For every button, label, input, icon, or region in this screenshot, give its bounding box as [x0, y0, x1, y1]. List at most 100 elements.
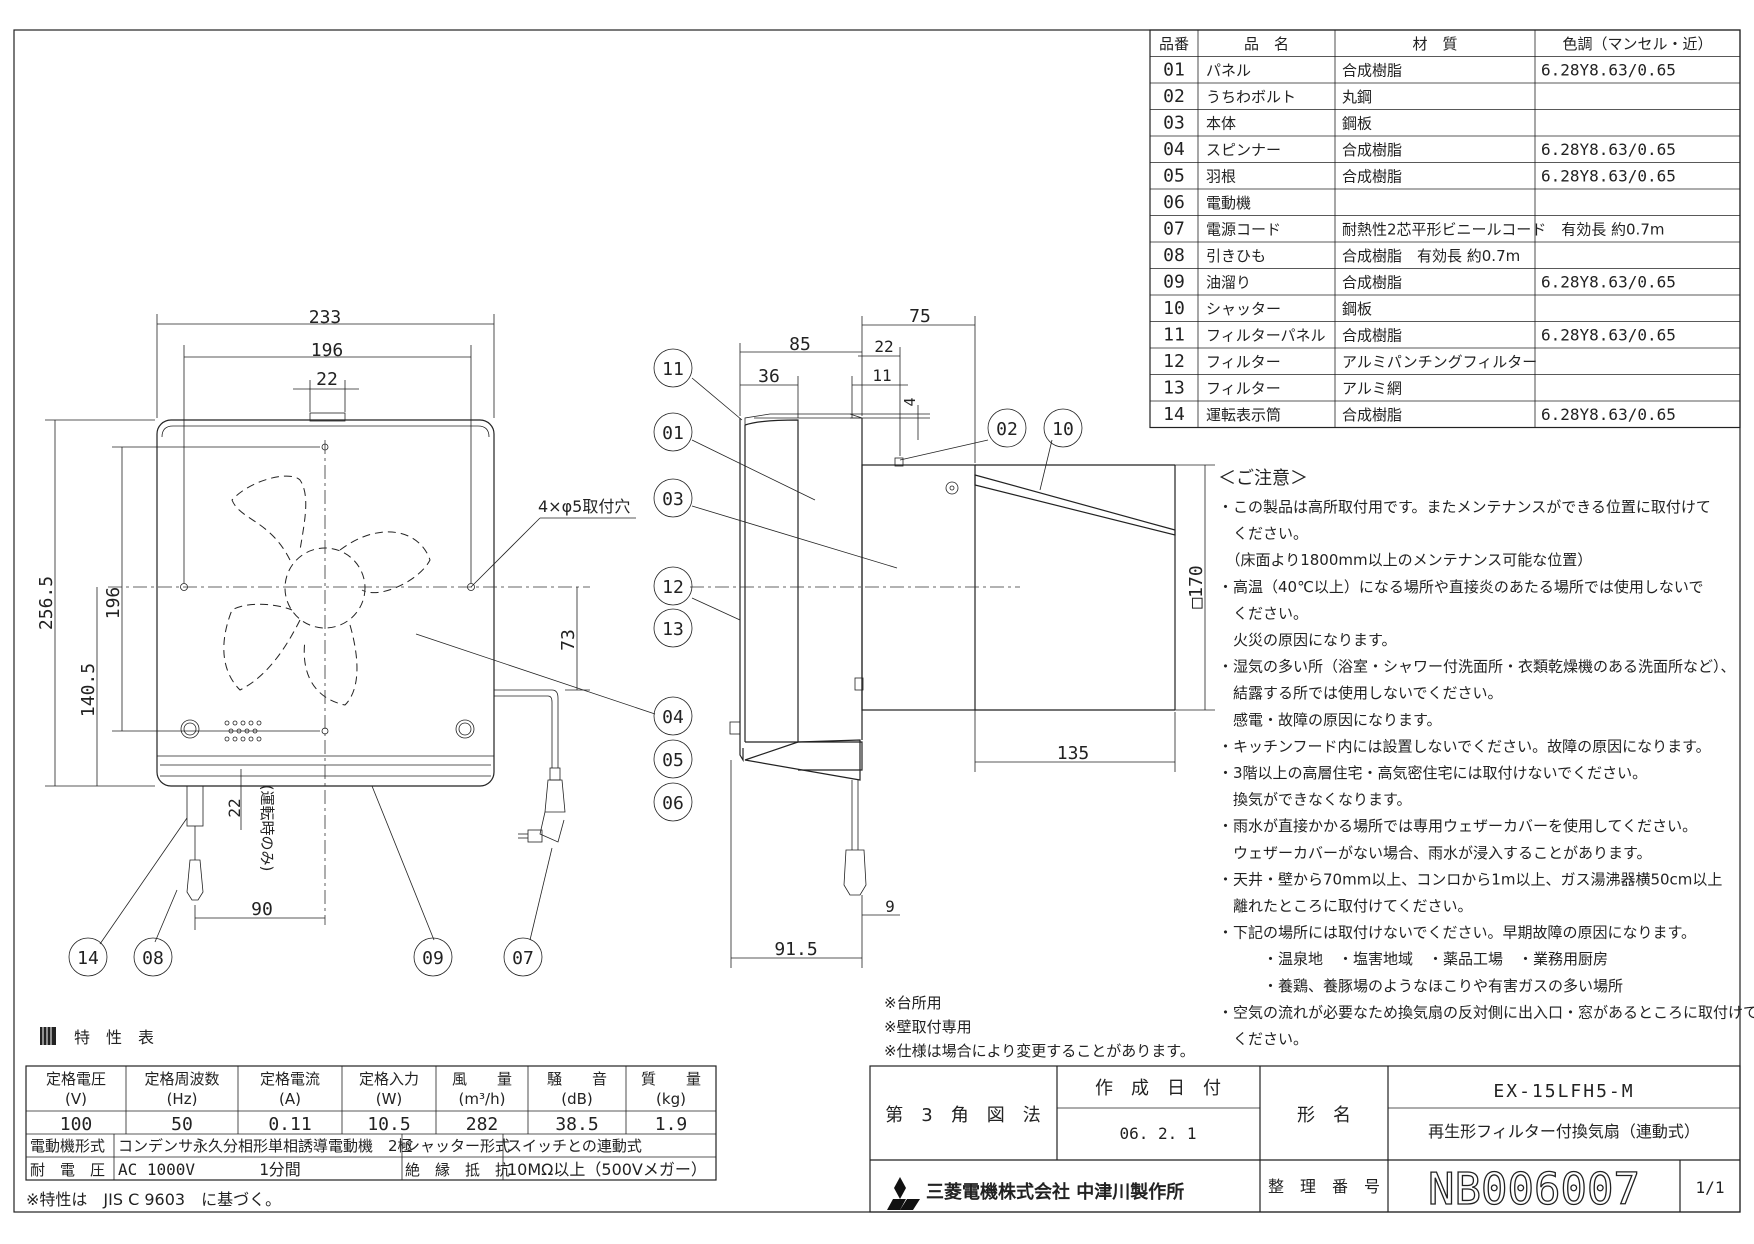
caution-line: 結露する所では使用しないでください。	[1218, 684, 1503, 702]
caution-line: ・下記の場所には取付けないでください。早期故障の原因になります。	[1218, 924, 1696, 942]
caution-line: ください。	[1218, 525, 1308, 543]
spec-value: 10.5	[367, 1114, 410, 1135]
spec-title-mark	[40, 1027, 56, 1045]
motor-value: コンデンサ永久分相形単相誘導電動機 2極	[118, 1137, 413, 1155]
parts-header-0: 品番	[1159, 35, 1189, 53]
dim-91-5: 91.5	[774, 939, 817, 960]
motor-label: 電動機形式	[30, 1137, 105, 1155]
dim-4: 4	[901, 397, 919, 406]
spec-unit: (kg)	[656, 1090, 686, 1108]
balloon-07: 07	[503, 937, 543, 977]
svg-text:10: 10	[1052, 419, 1074, 440]
svg-text:05: 05	[662, 750, 684, 771]
part-color: 6.28Y8.63/0.65	[1541, 167, 1676, 186]
dim-140-5: 140.5	[78, 663, 99, 717]
spec-value: 0.11	[268, 1114, 311, 1135]
caution-line: ウェザーカバーがない場合、雨水が浸入することがあります。	[1218, 844, 1652, 862]
dim-73: 73	[558, 629, 579, 651]
dim-22-side: 22	[874, 337, 893, 356]
svg-text:11: 11	[662, 359, 684, 380]
spec-header: 定格電流	[260, 1070, 320, 1088]
spec-value: 282	[466, 1114, 499, 1135]
caution-title: ＜ご注意＞	[1218, 468, 1308, 489]
spec-header: 風 量	[452, 1070, 512, 1088]
spec-header: 質 量	[641, 1070, 701, 1088]
dim-9: 9	[885, 897, 895, 916]
spec-value: 1.9	[655, 1114, 688, 1135]
part-no: 13	[1163, 378, 1185, 399]
part-material: 合成樹脂	[1342, 274, 1402, 292]
mounting-holes	[180, 443, 475, 735]
parts-header-2: 材 質	[1412, 35, 1457, 53]
balloon-12: 12	[653, 566, 693, 606]
dim-233: 233	[309, 307, 342, 328]
part-material: 合成樹脂	[1342, 327, 1402, 345]
part-no: 06	[1163, 192, 1185, 213]
remark-wall: ※壁取付専用	[884, 1018, 972, 1036]
spec-value: 100	[60, 1114, 93, 1135]
part-material: 合成樹脂 有効長 約0.7m	[1342, 247, 1520, 265]
insulation-label: 絶 縁 抵 抗	[405, 1161, 510, 1179]
part-color: 6.28Y8.63/0.65	[1541, 405, 1676, 424]
number-label: 整 理 番 号	[1268, 1177, 1380, 1196]
balloon-11: 11	[653, 348, 693, 388]
dim-36: 36	[758, 366, 780, 387]
part-name: 引きひも	[1206, 247, 1266, 265]
spec-unit: (A)	[279, 1090, 301, 1108]
spec-section: 特 性 表 定格電圧(V)定格周波数(Hz)定格電流(A)定格入力(W)風 量(…	[25, 1027, 717, 1209]
part-name: 本体	[1206, 115, 1236, 133]
parts-header-3: 色調（マンセル・近）	[1562, 35, 1712, 53]
svg-text:03: 03	[662, 489, 684, 510]
dim-75: 75	[909, 306, 931, 327]
part-name: スピンナー	[1206, 141, 1281, 159]
part-name: 油溜り	[1206, 274, 1251, 292]
spec-unit: (Hz)	[167, 1090, 198, 1108]
part-name: フィルター	[1206, 380, 1281, 398]
part-material: アルミパンチングフィルター	[1342, 353, 1537, 371]
part-color: 6.28Y8.63/0.65	[1541, 273, 1676, 292]
spec-value: 50	[171, 1114, 193, 1135]
part-no: 07	[1163, 219, 1185, 240]
projection-method: 第 3 角 図 法	[885, 1105, 1040, 1126]
spec-header: 定格電圧	[46, 1070, 106, 1088]
balloon-01: 01	[653, 412, 693, 452]
caution-line: ・高温（40℃以上）になる場所や直接炎のあたる場所では使用しないで	[1218, 578, 1704, 596]
part-no: 14	[1163, 404, 1185, 425]
part-material: 鋼板	[1342, 300, 1372, 318]
dim-256-5: 256.5	[36, 576, 57, 630]
part-name: 電源コード	[1206, 221, 1281, 239]
svg-text:06: 06	[662, 793, 684, 814]
balloon-04: 04	[653, 696, 693, 736]
power-cord	[494, 689, 566, 843]
shutter-label: シャッター形式	[405, 1137, 510, 1155]
part-no: 03	[1163, 113, 1185, 134]
shutter	[974, 474, 1176, 536]
caution-line: （床面より1800mm以上のメンテナンス可能な位置）	[1218, 551, 1592, 569]
title-block: 第 3 角 図 法 作 成 日 付 06. 2. 1 形 名 EX-15LFH5…	[869, 1065, 1741, 1216]
indicator-tube	[186, 785, 204, 827]
dim-196-height: 196	[103, 587, 124, 620]
balloon-09: 09	[413, 937, 453, 977]
dim-170-square: □170	[1186, 565, 1207, 608]
part-no: 02	[1163, 86, 1185, 107]
balloon-14: 14	[68, 937, 108, 977]
svg-text:14: 14	[77, 948, 99, 969]
part-no: 10	[1163, 298, 1185, 319]
caution-line: ください。	[1218, 604, 1308, 622]
spec-unit: (m³/h)	[459, 1090, 506, 1108]
part-no: 11	[1163, 325, 1185, 346]
remarks: ※台所用 ※壁取付専用 ※仕様は場合により変更することがあります。	[884, 994, 1195, 1060]
caution-line: ・キッチンフード内には設置しないでください。故障の原因になります。	[1218, 737, 1711, 755]
caution-line: ・この製品は高所取付用です。またメンテナンスができる位置に取付けて	[1218, 498, 1711, 516]
part-color: 6.28Y8.63/0.65	[1541, 326, 1676, 345]
balloon-13: 13	[653, 608, 693, 648]
part-name: 運転表示筒	[1206, 406, 1281, 424]
caution-line: ・雨水が直接かかる場所では専用ウェザーカバーを使用してください。	[1218, 817, 1697, 835]
model-label: 形 名	[1297, 1105, 1351, 1126]
model-description: 再生形フィルター付換気扇（連動式）	[1428, 1122, 1700, 1141]
part-color: 6.28Y8.63/0.65	[1541, 61, 1676, 80]
dim-22-bottom: 22	[225, 798, 244, 817]
part-no: 08	[1163, 245, 1185, 266]
